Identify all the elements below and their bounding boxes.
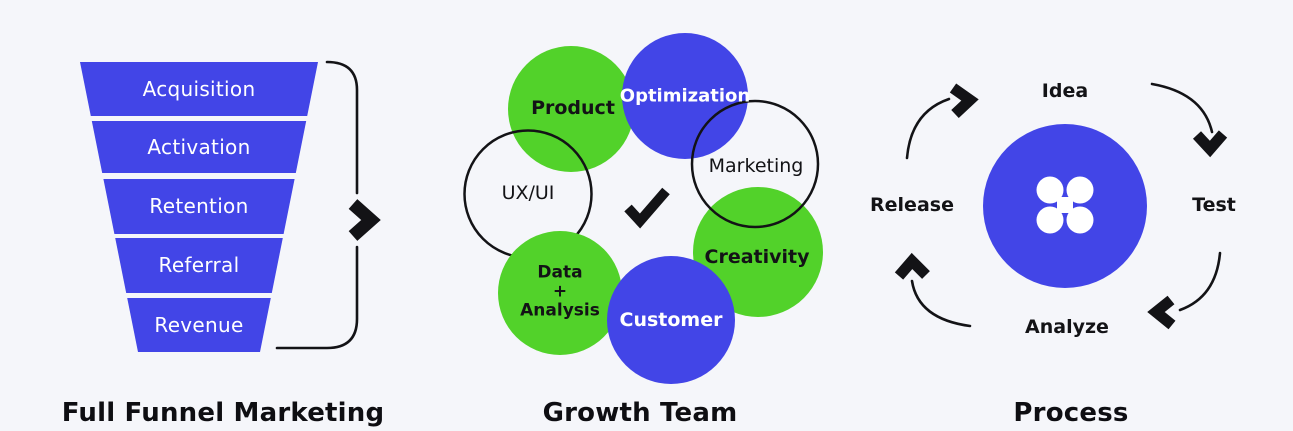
curved-arrow-analyze-to-release bbox=[910, 279, 972, 328]
funnel-stage-label: Referral bbox=[158, 253, 240, 277]
chevron-right-icon bbox=[348, 199, 381, 241]
checkmark-icon bbox=[624, 187, 670, 229]
clover-icon bbox=[1036, 176, 1094, 234]
funnel-diagram bbox=[80, 62, 318, 352]
marketing-circle bbox=[690, 99, 820, 229]
customer-label: Customer bbox=[619, 309, 723, 331]
arrowhead-up-icon bbox=[894, 252, 930, 280]
funnel-bracket bbox=[275, 60, 381, 350]
process-panel-title: Process bbox=[1013, 398, 1129, 428]
curved-arrow-idea-to-test bbox=[1150, 82, 1214, 134]
funnel-stage-shape bbox=[91, 121, 307, 173]
process-step-test: Test bbox=[1192, 194, 1236, 216]
curved-arrow-release-to-idea bbox=[905, 97, 951, 160]
data-analysis-label: Data + Analysis bbox=[520, 262, 600, 321]
arrowhead-up-right-icon bbox=[949, 83, 979, 119]
growth-panel-title: Growth Team bbox=[542, 398, 738, 428]
funnel-stage-shape bbox=[103, 179, 295, 234]
funnel-stage-shape bbox=[80, 62, 318, 116]
arrowhead-left-icon bbox=[1147, 295, 1176, 330]
arrowhead-down-icon bbox=[1192, 130, 1228, 158]
product-circle bbox=[508, 46, 634, 172]
bracket-line bbox=[275, 60, 359, 350]
optimization-circle bbox=[622, 33, 748, 159]
growth-team-diagram bbox=[463, 33, 823, 384]
process-step-release: Release bbox=[870, 194, 954, 216]
funnel-panel-title: Full Funnel Marketing bbox=[61, 398, 385, 428]
funnel-stage-label: Revenue bbox=[154, 313, 244, 337]
process-diagram bbox=[894, 82, 1228, 330]
funnel-stage-shape bbox=[127, 298, 271, 352]
funnel-stage-label: Acquisition bbox=[142, 77, 256, 101]
optimization-label: Optimization bbox=[619, 85, 751, 107]
process-step-idea: Idea bbox=[1041, 80, 1089, 102]
funnel-stage-label: Retention bbox=[149, 194, 249, 218]
funnel-stage-label: Activation bbox=[147, 135, 251, 159]
uxui-label: UX/UI bbox=[501, 182, 555, 204]
curved-arrow-test-to-analyze bbox=[1178, 251, 1222, 312]
cycle-arrows bbox=[894, 82, 1228, 330]
customer-circle bbox=[607, 256, 735, 384]
marketing-label: Marketing bbox=[708, 155, 804, 177]
funnel-stage-shape bbox=[115, 238, 283, 293]
product-label: Product bbox=[531, 97, 615, 119]
process-step-analyze: Analyze bbox=[1025, 316, 1109, 338]
creativity-label: Creativity bbox=[704, 246, 810, 268]
data-analysis-circle bbox=[498, 231, 622, 355]
